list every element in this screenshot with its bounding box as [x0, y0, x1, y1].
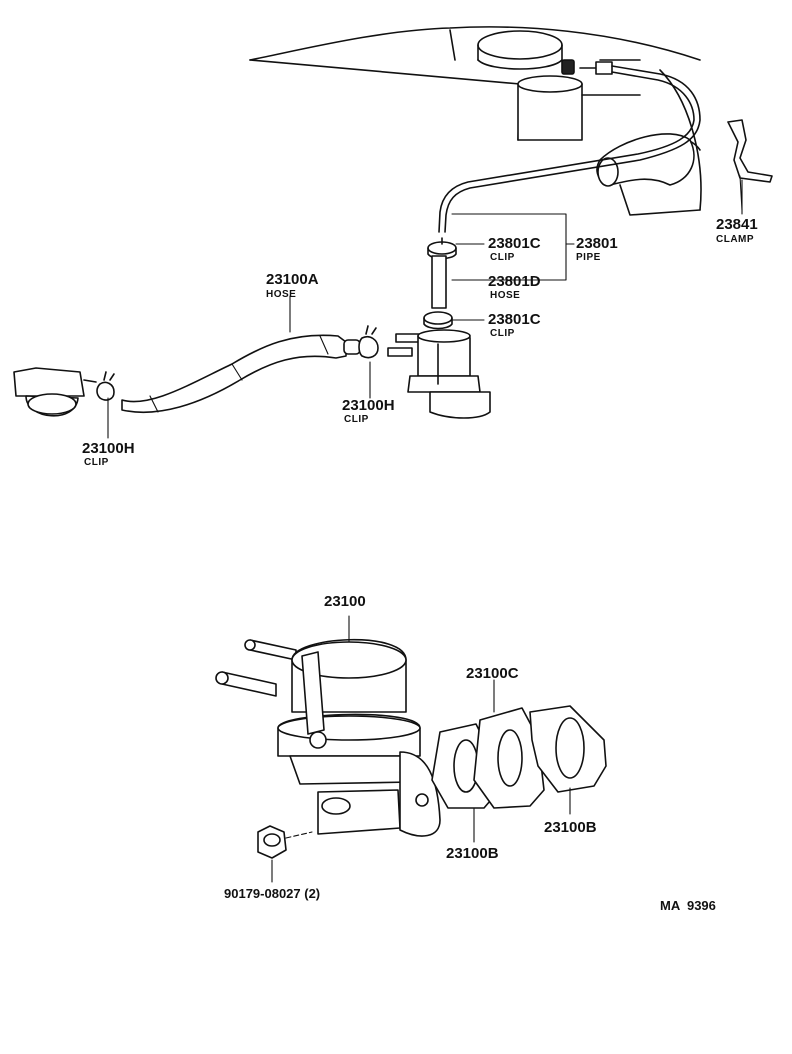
part-name: HOSE — [490, 290, 520, 301]
part-name: CLIP — [490, 328, 515, 339]
label-90179-08027: 90179-08027 (2) — [224, 886, 320, 901]
clip-23100H-left — [96, 371, 115, 401]
label-23801C-top: 23801C CLIP — [488, 235, 541, 263]
fuel-filter — [13, 367, 97, 417]
part-number: 23100A — [266, 271, 319, 288]
diagram-code-text: MA 9396 — [660, 898, 716, 913]
leader-lines — [107, 179, 743, 883]
label-23841: 23841 CLAMP — [716, 216, 758, 245]
part-number: 23841 — [716, 216, 758, 233]
label-23100H-left: 23100H CLIP — [82, 440, 135, 468]
label-23801: 23801 PIPE — [576, 235, 618, 263]
clip-23801C-bottom — [423, 311, 453, 330]
part-number: 23100B — [544, 819, 597, 836]
hose-23801D — [431, 255, 447, 309]
part-number: 90179-08027 (2) — [224, 886, 320, 901]
part-number: 23100B — [446, 845, 499, 862]
fuel-pump-small — [387, 329, 491, 419]
label-23100H-mid: 23100H CLIP — [342, 397, 395, 425]
part-name: HOSE — [266, 289, 296, 300]
fuel-pump-23100 — [215, 638, 441, 837]
engine-outline — [249, 26, 702, 216]
clip-23100H-mid — [358, 325, 379, 359]
nut-90179-08027 — [257, 825, 313, 859]
part-name: CLIP — [84, 457, 109, 468]
part-number: 23801 — [576, 235, 618, 252]
label-23801D: 23801D HOSE — [488, 273, 541, 301]
fuel-pipe-23801 — [438, 65, 701, 233]
label-23100A: 23100A HOSE — [266, 271, 319, 300]
label-23801C-bottom: 23801C CLIP — [488, 311, 541, 339]
part-name: CLIP — [490, 252, 515, 263]
spacer-23100C — [473, 707, 545, 809]
part-name: PIPE — [576, 252, 601, 263]
part-number: 23801C — [488, 235, 541, 252]
label-23100B-left: 23100B — [446, 845, 499, 862]
clamp-23841 — [727, 119, 773, 211]
label-23100C: 23100C — [466, 665, 519, 682]
diagram-code: MA 9396 — [660, 898, 716, 913]
part-number: 23801C — [488, 311, 541, 328]
part-name: CLAMP — [716, 234, 754, 245]
part-number: 23100H — [342, 397, 395, 414]
label-23100: 23100 — [324, 593, 366, 610]
part-name: CLIP — [344, 414, 369, 425]
gasket-23100B-right — [529, 705, 607, 793]
part-number: 23100C — [466, 665, 519, 682]
part-number: 23100H — [82, 440, 135, 457]
part-number: 23801D — [488, 273, 541, 290]
hose-23100A — [121, 334, 361, 414]
label-23100B-right: 23100B — [544, 819, 597, 836]
part-number: 23100 — [324, 593, 366, 610]
